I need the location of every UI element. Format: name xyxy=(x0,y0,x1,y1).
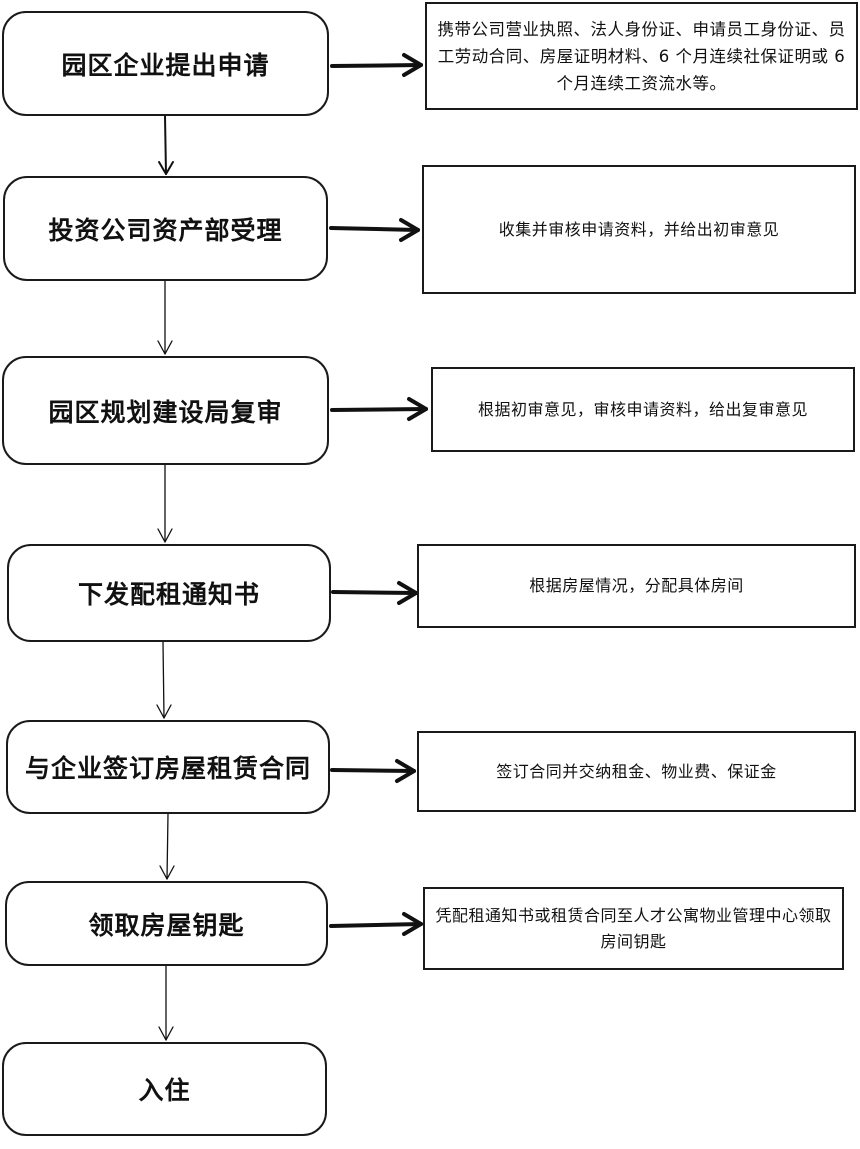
step-label: 与企业签订房屋租赁合同 xyxy=(24,754,311,783)
note-text: 携带公司营业执照、法人身份证、申请员工身份证、员工劳动合同、房屋证明材料、6 个… xyxy=(437,19,846,93)
note-second-review: 根据初审意见，审核申请资料，给出复审意见 xyxy=(431,367,855,452)
note-text: 根据初审意见，审核申请资料，给出复审意见 xyxy=(477,399,808,419)
side-arrow-3 xyxy=(330,397,428,421)
side-arrow-6 xyxy=(329,912,423,936)
down-arrow-1 xyxy=(158,115,174,175)
step-asset-dept-acceptance: 投资公司资产部受理 xyxy=(3,176,328,281)
note-text: 签订合同并交纳租金、物业费、保证金 xyxy=(496,761,777,781)
down-arrow-2 xyxy=(157,280,173,355)
note-required-documents: 携带公司营业执照、法人身份证、申请员工身份证、员工劳动合同、房屋证明材料、6 个… xyxy=(425,2,858,110)
step-label: 入住 xyxy=(138,1076,191,1105)
note-text: 收集并审核申请资料，并给出初审意见 xyxy=(498,219,780,239)
side-arrow-2 xyxy=(329,218,420,242)
step-move-in: 入住 xyxy=(2,1042,327,1136)
down-arrow-6 xyxy=(158,965,174,1041)
step-sign-lease-contract: 与企业签订房屋租赁合同 xyxy=(6,720,330,814)
step-planning-bureau-review: 园区规划建设局复审 xyxy=(2,356,329,465)
note-contract-and-fees: 签订合同并交纳租金、物业费、保证金 xyxy=(417,731,856,812)
note-room-allocation: 根据房屋情况，分配具体房间 xyxy=(417,544,856,628)
down-arrow-3 xyxy=(157,464,173,543)
step-label: 领取房屋钥匙 xyxy=(88,910,245,940)
side-arrow-1 xyxy=(330,53,423,77)
step-issue-rental-notice: 下发配租通知书 xyxy=(7,544,331,642)
note-text: 凭配租通知书或租赁合同至人才公寓物业管理中心领取房间钥匙 xyxy=(435,905,832,951)
down-arrow-5 xyxy=(159,813,175,880)
down-arrow-4 xyxy=(156,641,172,719)
side-arrow-5 xyxy=(330,759,416,783)
step-label: 下发配租通知书 xyxy=(77,580,260,609)
note-initial-review: 收集并审核申请资料，并给出初审意见 xyxy=(422,165,856,294)
step-label: 园区企业提出申请 xyxy=(61,50,270,80)
side-arrow-4 xyxy=(331,581,418,605)
note-key-collection: 凭配租通知书或租赁合同至人才公寓物业管理中心领取房间钥匙 xyxy=(423,887,844,970)
step-submit-application: 园区企业提出申请 xyxy=(2,11,329,116)
step-label: 园区规划建设局复审 xyxy=(48,397,283,427)
step-collect-keys: 领取房屋钥匙 xyxy=(5,881,328,966)
step-label: 投资公司资产部受理 xyxy=(48,215,283,245)
note-text: 根据房屋情况，分配具体房间 xyxy=(529,576,744,595)
